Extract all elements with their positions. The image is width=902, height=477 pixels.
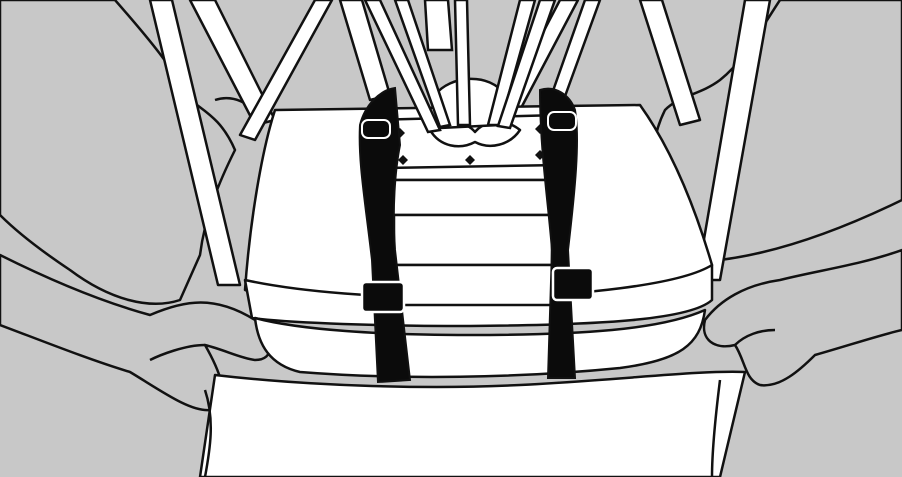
lower-bag	[200, 372, 745, 477]
center-column	[392, 160, 554, 305]
